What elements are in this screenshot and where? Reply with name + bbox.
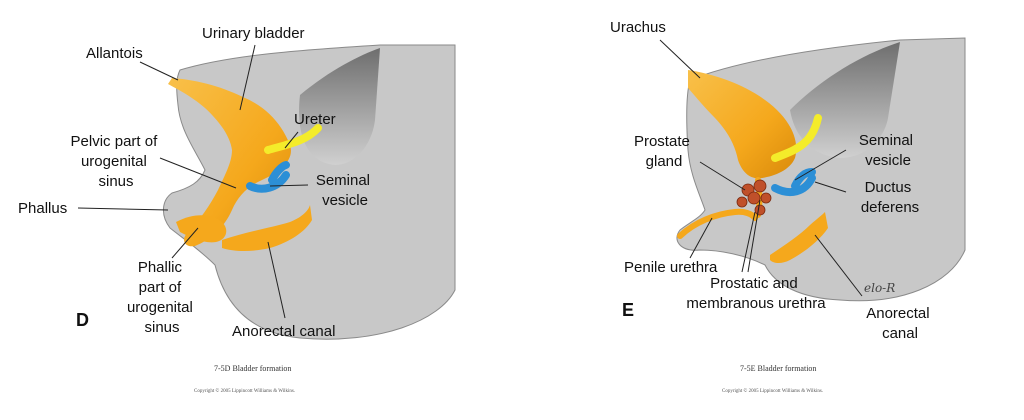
leader-prostatic-1 [741, 211, 756, 273]
copyright-e: Copyright © 2005 Lippincott Williams & W… [722, 388, 823, 394]
panel-e: Urachus Prostate gland Seminal vesicle D… [610, 19, 966, 394]
label-anorectal-canal-d: Anorectal canal [232, 323, 335, 340]
copyright-d: Copyright © 2005 Lippincott Williams & W… [194, 388, 295, 394]
panel-d: Allantois Urinary bladder Ureter Pelvic … [18, 25, 456, 394]
leader-phallus [77, 207, 169, 211]
caption-e: 7-5E Bladder formation [740, 364, 816, 373]
label-urinary-bladder: Urinary bladder [202, 25, 305, 42]
leader-urachus [659, 39, 701, 79]
panel-d-bladder [168, 78, 291, 247]
label-pelvic-part: Pelvic part of urogenital sinus [71, 133, 162, 190]
panel-e-ureter [771, 114, 822, 162]
label-allantois: Allantois [86, 45, 143, 62]
label-urachus: Urachus [610, 19, 666, 36]
label-phallic-part: Phallic part of urogenital sinus [127, 259, 197, 336]
panel-e-letter: E [622, 300, 634, 320]
leader-prostate-gland [699, 161, 746, 191]
panel-e-bladder [688, 70, 797, 179]
label-ureter: Ureter [294, 111, 336, 128]
leader-phallic-part [171, 227, 199, 259]
panel-d-letter: D [76, 310, 89, 330]
leader-seminal-vesicle-e [794, 149, 847, 181]
illustrator-signature: elo-R [864, 281, 895, 295]
leader-penile-urethra [689, 217, 713, 259]
label-prostatic-membranous: Prostatic and membranous urethra [686, 275, 826, 312]
panel-e-penile-urethra [677, 208, 758, 239]
label-ductus-deferens: Ductus deferens [861, 179, 919, 216]
panel-e-anorectal [770, 212, 828, 263]
caption-d: 7-5D Bladder formation [214, 364, 291, 373]
panel-d-cavity [299, 48, 380, 165]
leader-seminal-vesicle-d [269, 184, 309, 187]
panel-d-ureter [264, 124, 322, 154]
leader-anorectal-d [267, 241, 286, 319]
panel-e-prostate [736, 179, 772, 216]
leader-urinary-bladder [239, 44, 256, 111]
label-penile-urethra: Penile urethra [624, 259, 718, 276]
label-anorectal-canal-e: Anorectal canal [866, 305, 934, 342]
label-phallus: Phallus [18, 200, 67, 217]
panel-d-seminal-vesicle [246, 161, 290, 193]
leader-ureter [284, 131, 299, 149]
panel-e-tissue [676, 37, 966, 302]
label-prostate-gland: Prostate gland [634, 133, 694, 170]
label-seminal-vesicle-e: Seminal vesicle [859, 132, 917, 169]
panel-d-phallic-sinus [176, 215, 227, 243]
panel-d-anorectal [222, 205, 312, 251]
leader-anorectal-e [814, 234, 863, 297]
leader-pelvic-part [159, 157, 237, 189]
leader-allantois [139, 61, 179, 81]
label-seminal-vesicle-d: Seminal vesicle [316, 172, 374, 209]
leader-ductus-deferens [814, 181, 847, 193]
leader-prostatic-2 [747, 199, 761, 273]
